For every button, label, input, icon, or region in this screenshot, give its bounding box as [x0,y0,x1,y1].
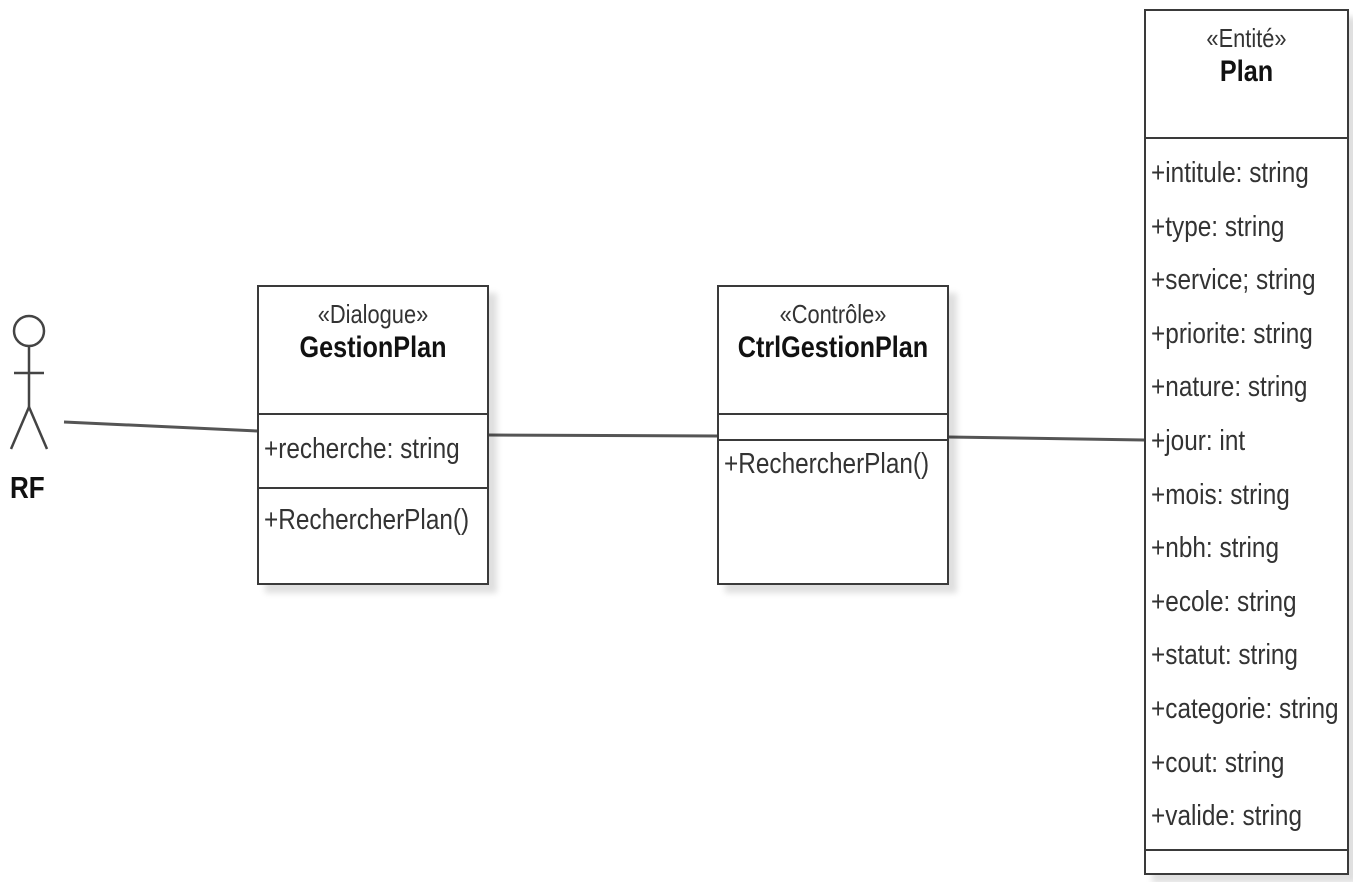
attributes-compartment [719,415,947,441]
actor-right-leg [27,406,49,450]
association-ctrlgestionplan-plan [947,435,1147,442]
attribute: +priorite: string [1151,317,1313,350]
operations-compartment: +RechercherPlan() [259,489,487,581]
attribute: +nbh: string [1151,532,1280,565]
class-name: GestionPlan [299,331,447,364]
class-stereotype: «Entité» [1206,23,1287,53]
attribute: +cout: string [1151,746,1285,779]
class-stereotype: «Dialogue» [317,299,429,329]
class-header: «Entité» Plan [1146,11,1347,139]
operation: +RechercherPlan() [724,448,930,480]
class-ctrlgestionplan[interactable]: «Contrôle» CtrlGestionPlan +RechercherPl… [717,285,949,585]
attribute: +recherche: string [264,433,460,465]
attributes-compartment: +recherche: string [259,413,487,489]
operation: +RechercherPlan() [264,504,470,536]
association-gestionplan-ctrlgestionplan [487,433,719,438]
attribute: +nature: string [1151,371,1308,404]
attribute: +statut: string [1151,639,1298,672]
operations-compartment: +RechercherPlan() [719,429,947,571]
attribute: +valide: string [1151,800,1303,833]
class-gestionplan[interactable]: «Dialogue» GestionPlan +recherche: strin… [257,285,489,585]
attribute: +ecole: string [1151,585,1297,618]
class-header: «Contrôle» CtrlGestionPlan [719,287,947,415]
class-plan[interactable]: «Entité» Plan +intitule: string +type: s… [1144,9,1349,875]
actor-stick-figure[interactable] [0,300,60,520]
class-stereotype: «Contrôle» [779,299,887,329]
operations-compartment [1146,851,1347,873]
association-rf-gestionplan [63,420,259,433]
attribute: +jour: int [1151,424,1246,457]
attribute: +service; string [1151,264,1316,297]
actor-head [12,314,46,348]
attribute: +type: string [1151,210,1285,243]
attributes-compartment: +intitule: string +type: string +service… [1146,139,1347,851]
class-header: «Dialogue» GestionPlan [259,287,487,415]
attribute: +mois: string [1151,478,1290,511]
actor-name: RF [10,470,45,505]
class-name: CtrlGestionPlan [737,331,929,364]
actor-left-leg [9,406,31,450]
class-name: Plan [1219,55,1274,88]
attribute: +intitule: string [1151,157,1309,189]
attribute: +categorie: string [1151,692,1339,725]
